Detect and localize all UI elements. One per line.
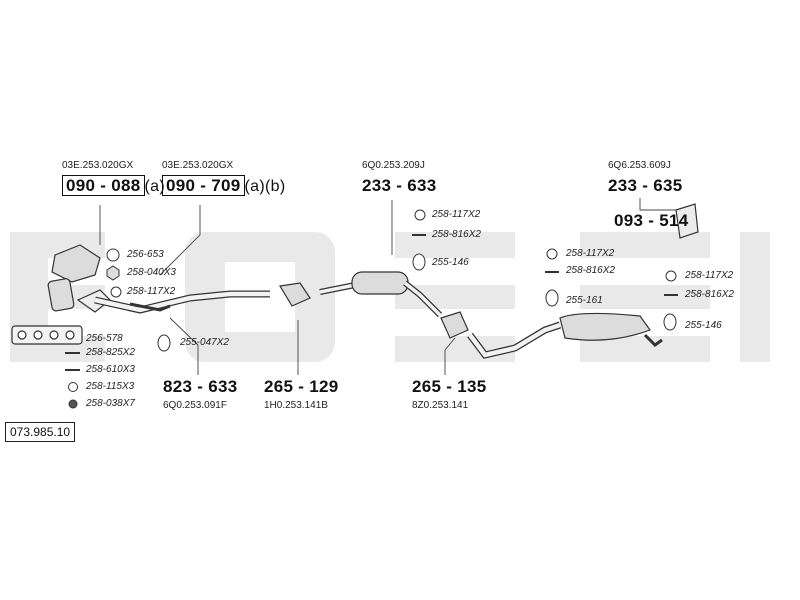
watermark-letter xyxy=(580,285,710,309)
rear-pipe xyxy=(468,322,561,358)
gasket-holes xyxy=(17,330,75,340)
ring-icon xyxy=(414,209,426,221)
rear-silencer-drawing xyxy=(559,312,651,341)
ring-icon xyxy=(110,286,122,298)
diagram-code: 073.985.10 xyxy=(5,422,76,442)
watermark-letter xyxy=(740,232,770,362)
ref-number[interactable]: 258-117X2 xyxy=(127,286,176,297)
rubber-mount-icon xyxy=(157,334,171,352)
clamp-265-129-drawing xyxy=(279,282,311,307)
part-number[interactable]: 233 - 633 xyxy=(362,176,437,195)
watermark xyxy=(10,232,770,362)
middle-pipe-front xyxy=(319,283,356,294)
ring-icon xyxy=(665,270,677,282)
oe-number: 6Q0.253.209J xyxy=(362,160,425,171)
middle-silencer-drawing xyxy=(351,271,409,295)
ref-number[interactable]: 258-040X3 xyxy=(127,267,176,278)
ref-number[interactable]: 258-825X2 xyxy=(86,347,135,358)
middle-pipe-rear xyxy=(403,281,442,317)
leader-lines xyxy=(99,198,676,375)
part-number[interactable]: 233 - 635 xyxy=(608,176,683,195)
ref-number[interactable]: 255-146 xyxy=(432,257,469,268)
ref-number[interactable]: 256-653 xyxy=(127,249,164,260)
tailpipe xyxy=(643,333,663,347)
part-090-709[interactable]: 090 - 709(a)(b) xyxy=(162,175,286,196)
ref-number[interactable]: 258-610X3 xyxy=(86,364,135,375)
ring-icon xyxy=(546,248,558,260)
ref-number[interactable]: 256-578 xyxy=(86,333,123,344)
watermark-letter xyxy=(395,336,515,362)
ref-number[interactable]: 258-816X2 xyxy=(685,289,734,300)
part-number[interactable]: 090 - 088 xyxy=(62,175,145,196)
part-number[interactable]: 090 - 709 xyxy=(162,175,245,196)
ref-number[interactable]: 258-115X3 xyxy=(86,381,135,392)
part-suffix: (a) xyxy=(144,178,166,195)
part-number[interactable]: 265 - 135 xyxy=(412,377,487,396)
part-suffix: (a)(b) xyxy=(244,178,286,195)
front-pipe xyxy=(94,291,270,313)
heat-shield-drawing xyxy=(675,203,699,239)
watermark-letter xyxy=(395,232,515,258)
oe-number: 8Z0.253.141 xyxy=(412,400,469,411)
ref-number[interactable]: 258-117X2 xyxy=(566,248,615,259)
oe-number: 03E.253.020GX xyxy=(62,160,134,171)
ref-number[interactable]: 255-146 xyxy=(685,320,722,331)
gasket-icon xyxy=(106,248,120,262)
rubber-mount-icon xyxy=(412,253,426,271)
part-number[interactable]: 093 - 514 xyxy=(614,211,689,230)
ref-number[interactable]: 258-038X7 xyxy=(86,398,135,409)
part-number[interactable]: 265 - 129 xyxy=(264,377,339,396)
flex-section xyxy=(129,302,171,312)
oe-number: 6Q6.253.609J xyxy=(608,160,671,171)
ref-number[interactable]: 255-161 xyxy=(566,295,603,306)
watermark-letter xyxy=(580,232,710,258)
clamp-265-135-drawing xyxy=(440,311,469,339)
rubber-mount-icon xyxy=(545,289,559,307)
ref-number[interactable]: 258-816X2 xyxy=(566,265,615,276)
part-number[interactable]: 823 - 633 xyxy=(163,377,238,396)
rubber-mount-icon xyxy=(663,313,677,331)
hardware-symbols xyxy=(65,209,678,409)
ref-number[interactable]: 258-816X2 xyxy=(432,229,481,240)
ring-icon xyxy=(68,382,78,392)
oe-number: 1H0.253.141B xyxy=(264,400,328,411)
manifold-catalyst-drawing xyxy=(47,244,111,313)
oe-number: 6Q0.253.091F xyxy=(163,400,227,411)
ref-number[interactable]: 255-047X2 xyxy=(180,337,229,348)
nut-icon xyxy=(106,265,120,281)
oe-number: 03E.253.020GX xyxy=(162,160,234,171)
ref-number[interactable]: 258-117X2 xyxy=(685,270,734,281)
nut-icon xyxy=(68,399,78,409)
ref-number[interactable]: 258-117X2 xyxy=(432,209,481,220)
part-090-088[interactable]: 090 - 088(a) xyxy=(62,175,166,196)
manifold-gasket-drawing xyxy=(11,325,83,345)
